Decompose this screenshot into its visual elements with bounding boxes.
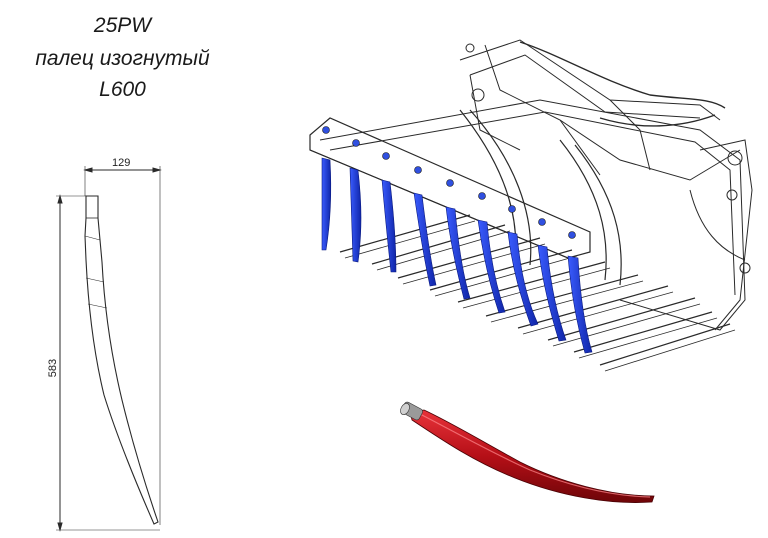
width-label: 129 bbox=[112, 157, 130, 169]
beam-bolts bbox=[322, 126, 576, 239]
tooth bbox=[477, 219, 506, 314]
tooth bbox=[321, 157, 332, 251]
tooth bbox=[381, 179, 397, 273]
tine-technical-drawing bbox=[56, 166, 162, 532]
height-label: 583 bbox=[47, 359, 59, 377]
title-length: L600 bbox=[99, 78, 146, 101]
tooth bbox=[413, 192, 437, 287]
red-tine-render bbox=[400, 401, 655, 503]
title-description: палец изогнутый bbox=[35, 47, 210, 70]
tooth bbox=[507, 231, 539, 327]
tine-outline bbox=[84, 195, 159, 525]
tooth bbox=[445, 206, 471, 300]
title-model: 25PW bbox=[93, 14, 152, 37]
tooth bbox=[349, 167, 362, 263]
tooth bbox=[537, 244, 567, 342]
tooth bbox=[567, 255, 593, 354]
grapple-teeth-blue bbox=[321, 157, 593, 354]
